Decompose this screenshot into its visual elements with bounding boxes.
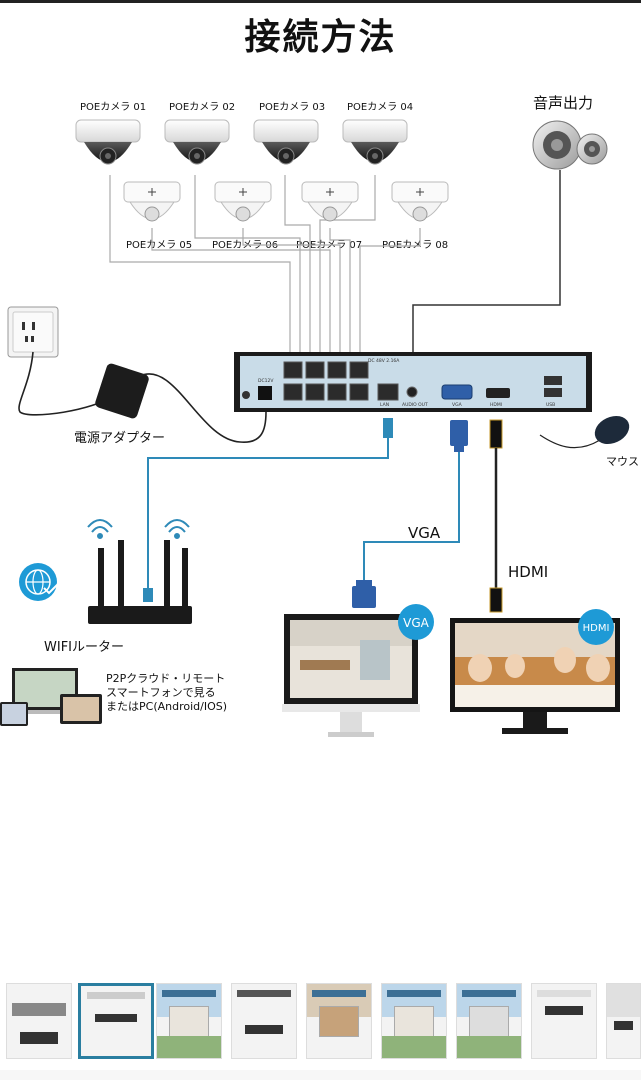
vga-plug-bottom xyxy=(352,580,376,608)
p2p-text: P2Pクラウド・リモート スマートフォンで見る またはPC(Android/IO… xyxy=(106,672,227,714)
camera-label-05: POEカメラ 05 xyxy=(126,240,193,251)
power-adapter-icon xyxy=(95,363,149,419)
thumbnail-3[interactable] xyxy=(156,983,222,1059)
camera-01 xyxy=(75,119,141,165)
hdmi-plug-top xyxy=(489,419,503,449)
nvr-dc-label: DC12V xyxy=(258,378,274,384)
p2p-line-3: またはPC(Android/IOS) xyxy=(106,700,228,713)
mouse-icon xyxy=(539,415,630,449)
thumbnail-strip xyxy=(0,983,641,1063)
vga-badge: VGA xyxy=(398,604,434,640)
devices-icon xyxy=(0,668,102,726)
nvr-spec-text: DC 48V 2.16A xyxy=(368,358,400,364)
vga-badge-text: VGA xyxy=(403,616,430,630)
camera-08 xyxy=(391,181,449,222)
router-icon xyxy=(88,540,192,624)
wifi-icon-left xyxy=(87,519,113,539)
p2p-line-1: P2Pクラウド・リモート xyxy=(106,672,226,685)
vga-cable xyxy=(363,452,460,582)
camera-06 xyxy=(214,181,272,222)
nvr-lan-label: LAN xyxy=(380,402,389,408)
wall-outlet-icon xyxy=(7,306,59,358)
thumbnail-4[interactable] xyxy=(231,983,297,1059)
hdmi-cable-label: HDMI xyxy=(508,563,549,581)
camera-label-04: POEカメラ 04 xyxy=(347,102,414,113)
camera-04 xyxy=(342,119,408,165)
page-title: 接続方法 xyxy=(244,17,397,58)
globe-icon xyxy=(19,563,59,601)
bottom-bar xyxy=(0,1070,641,1080)
router-label: WIFIルーター xyxy=(44,640,124,655)
wifi-icon-right xyxy=(164,519,190,539)
thumbnail-7[interactable] xyxy=(456,983,522,1059)
nvr-usb-label: USB xyxy=(546,402,555,408)
camera-03 xyxy=(253,119,319,165)
lan-plug xyxy=(383,418,393,438)
p2p-line-2: スマートフォンで見る xyxy=(106,686,216,699)
camera-label-02: POEカメラ 02 xyxy=(169,102,236,113)
hdmi-plug-bottom xyxy=(489,587,503,613)
nvr-vga-label: VGA xyxy=(452,402,463,408)
speaker-icon xyxy=(532,120,608,170)
thumbnail-5[interactable] xyxy=(306,983,372,1059)
hdmi-badge-text: HDMI xyxy=(583,623,610,634)
top-bar xyxy=(0,0,641,3)
audio-cable xyxy=(412,170,561,390)
power-cable-nvr xyxy=(139,373,267,443)
thumbnail-6[interactable] xyxy=(381,983,447,1059)
mouse-label: マウス xyxy=(606,455,639,468)
camera-label-03: POEカメラ 03 xyxy=(259,102,326,113)
camera-07 xyxy=(301,181,359,222)
vga-cable-label: VGA xyxy=(408,524,441,542)
thumbnail-9[interactable] xyxy=(606,983,641,1059)
hdmi-badge: HDMI xyxy=(578,609,614,645)
power-adapter-label: 電源アダプター xyxy=(74,431,166,446)
camera-05 xyxy=(123,181,181,222)
camera-label-01: POEカメラ 01 xyxy=(80,102,147,113)
camera-02 xyxy=(164,119,230,165)
camera-cables xyxy=(109,175,421,360)
nvr-hdmi-label: HDMI xyxy=(490,402,502,408)
power-cable-outlet xyxy=(18,351,113,416)
nvr-device: DC 48V 2.16A DC12V LAN AUDIO OUT VGA HDM… xyxy=(234,352,592,412)
vga-plug-top xyxy=(450,420,468,452)
vga-monitor xyxy=(282,614,420,737)
thumbnail-1[interactable] xyxy=(6,983,72,1059)
connection-diagram: DC 48V 2.16A DC12V LAN AUDIO OUT VGA HDM… xyxy=(0,119,630,737)
thumbnail-8[interactable] xyxy=(531,983,597,1059)
lan-cable xyxy=(147,438,389,590)
thumbnail-2[interactable] xyxy=(78,983,154,1059)
nvr-audio-label: AUDIO OUT xyxy=(402,402,428,408)
speaker-label: 音声出力 xyxy=(533,94,594,112)
